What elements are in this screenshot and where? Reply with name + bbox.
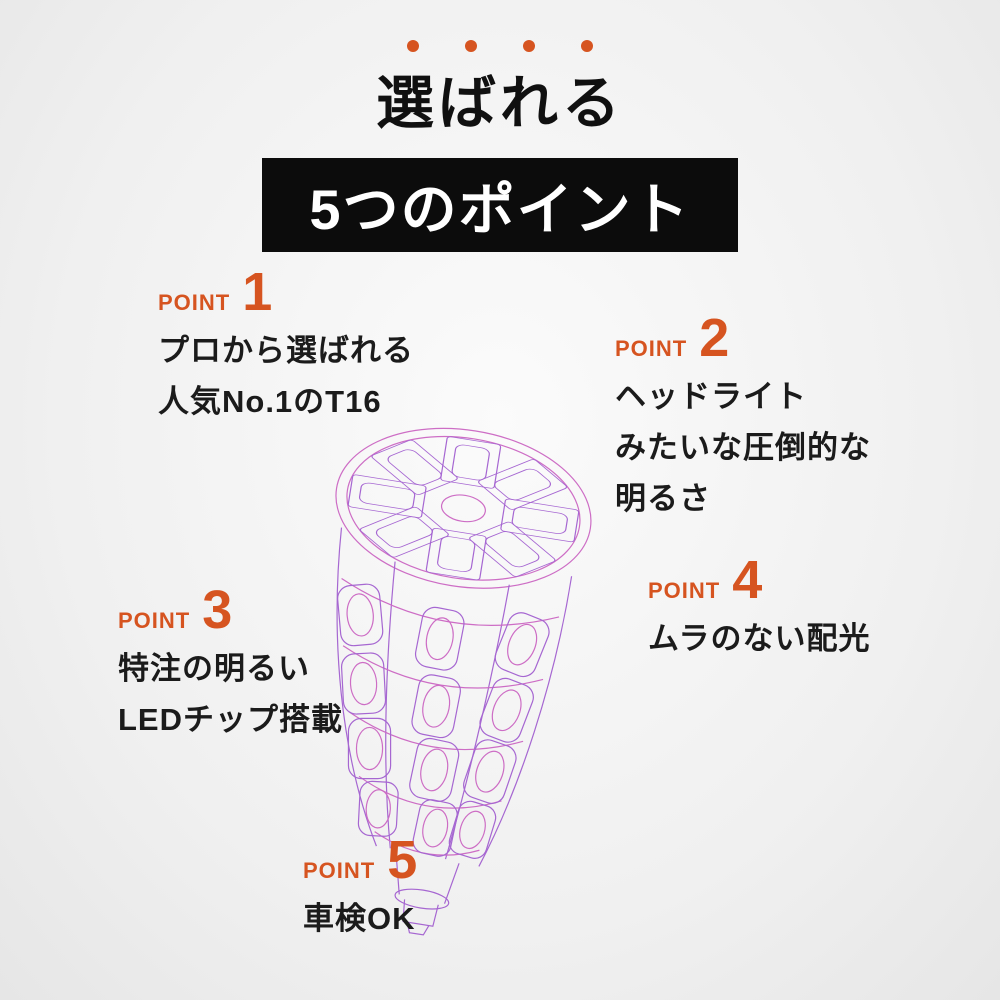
point-3: POINT 3 特注の明るい LEDチップ搭載: [118, 580, 343, 745]
banner: 5つのポイント: [262, 158, 738, 252]
point-5-number: 5: [387, 830, 418, 890]
point-3-line: 特注の明るい: [118, 650, 310, 686]
point-2-line: みたいな圧倒的な: [615, 429, 871, 465]
point-5-label: POINT: [303, 858, 376, 883]
point-4-line: ムラのない配光: [648, 620, 871, 656]
point-2-head: POINT 2: [615, 308, 871, 368]
point-1-line: 人気No.1のT16: [158, 383, 382, 419]
point-3-text: 特注の明るい LEDチップ搭載: [118, 643, 343, 745]
point-4: POINT 4 ムラのない配光: [648, 550, 870, 664]
point-2-line: ヘッドライト: [615, 378, 807, 414]
point-1-label: POINT: [158, 290, 231, 315]
page-title: 選ばれる: [375, 71, 624, 136]
point-4-label: POINT: [648, 578, 721, 603]
point-2: POINT 2 ヘッドライト みたいな圧倒的な 明るさ: [615, 308, 871, 524]
accent-dot-icon: [581, 40, 593, 52]
point-4-text: ムラのない配光: [648, 613, 870, 664]
point-5-text: 車検OK: [303, 893, 417, 944]
point-1-number: 1: [242, 262, 273, 322]
accent-dot-icon: [523, 40, 535, 52]
point-2-label: POINT: [615, 336, 688, 361]
point-3-number: 3: [202, 580, 233, 640]
point-1-line: プロから選ばれる: [158, 332, 414, 368]
point-3-head: POINT 3: [118, 580, 343, 640]
accent-dot-icon: [465, 40, 477, 52]
point-3-line: LEDチップ搭載: [118, 701, 343, 737]
point-2-text: ヘッドライト みたいな圧倒的な 明るさ: [615, 371, 871, 524]
emphasis-dots: [0, 40, 1000, 52]
point-2-line: 明るさ: [615, 480, 711, 516]
accent-dot-icon: [407, 40, 419, 52]
point-2-number: 2: [699, 308, 730, 368]
point-5-head: POINT 5: [303, 830, 418, 890]
point-1: POINT 1 プロから選ばれる 人気No.1のT16: [158, 262, 414, 427]
point-1-head: POINT 1: [158, 262, 414, 322]
point-5-line: 車検OK: [303, 900, 416, 936]
t16-led-bulb-wireframe-illustration: [283, 398, 647, 940]
led-bulb-wireframe-svg: [335, 427, 592, 936]
banner-title: 5つのポイント: [309, 177, 691, 241]
point-5: POINT 5 車検OK: [303, 830, 418, 944]
point-1-text: プロから選ばれる 人気No.1のT16: [158, 325, 414, 427]
point-4-number: 4: [732, 550, 763, 610]
point-4-head: POINT 4: [648, 550, 870, 610]
point-3-label: POINT: [118, 608, 191, 633]
